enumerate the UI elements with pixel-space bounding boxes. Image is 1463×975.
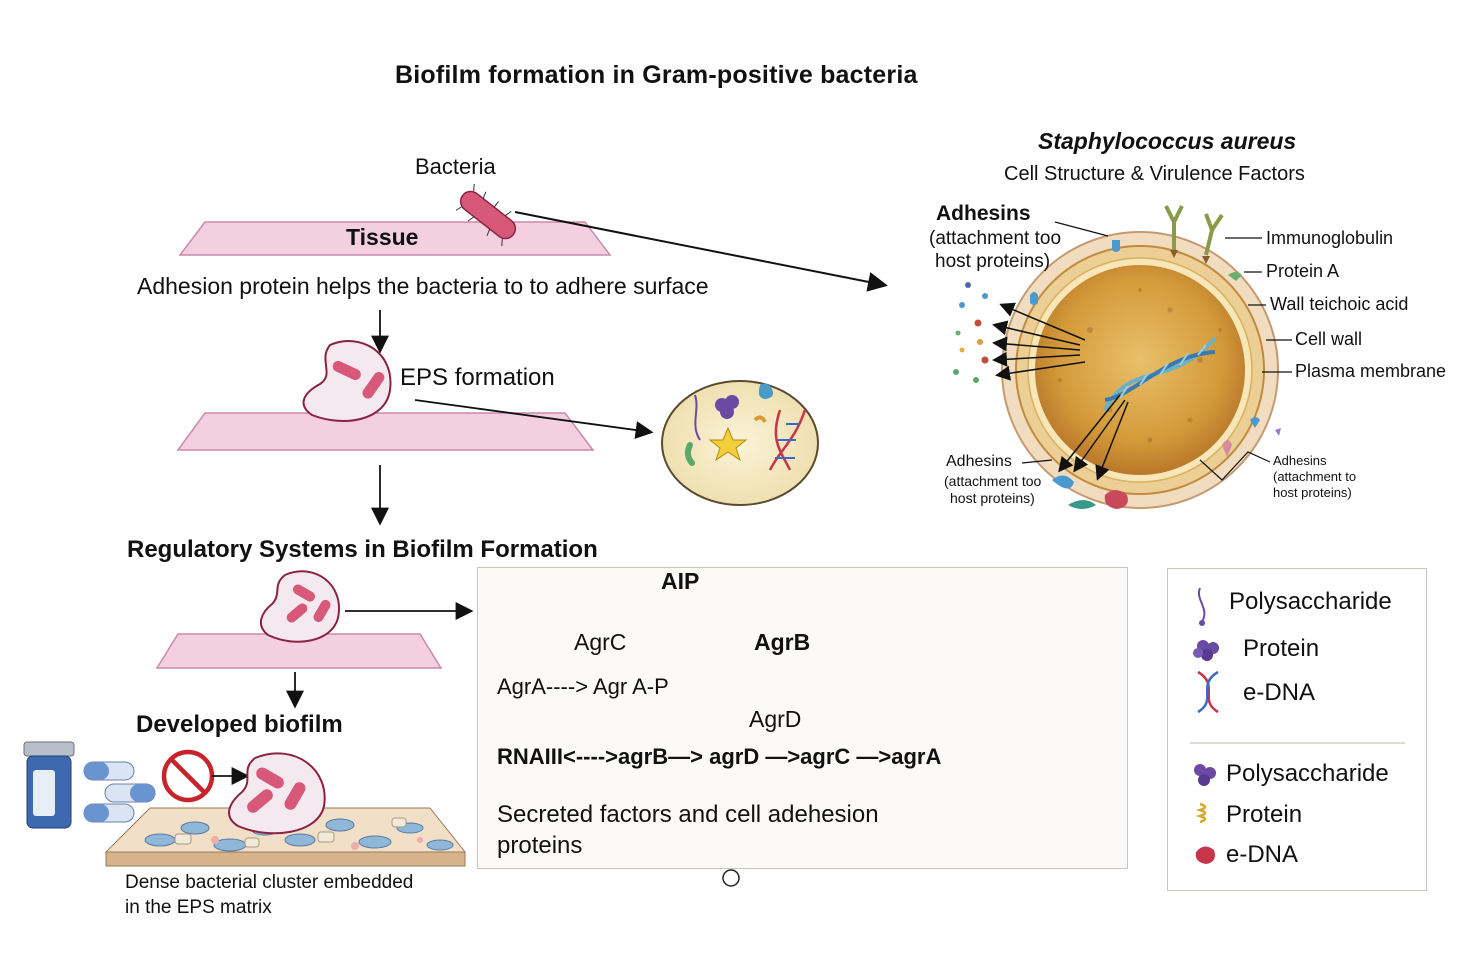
regulation-box — [477, 567, 1128, 869]
label-cell-wall: Cell wall — [1295, 329, 1363, 349]
secreted-adhesin-dots — [953, 282, 989, 383]
rod-bacterium-icon — [455, 183, 517, 247]
secretion-arrows — [992, 302, 1129, 481]
tissue-label: Tissue — [346, 224, 419, 250]
legend-polysaccharide-1: Polysaccharide — [1229, 588, 1392, 615]
adhesins-left-title: Adhesins — [946, 453, 1012, 470]
biofilm-cell-icon — [228, 752, 326, 835]
adhesins-left-line2: host proteins) — [950, 490, 1035, 506]
biofilm-caption-line1: Dense bacterial cluster embedded — [125, 872, 414, 893]
cell-leader-lines — [1021, 221, 1292, 481]
secreted-factors-line1: Secreted factors and cell adehesion — [497, 801, 879, 828]
surface-adhesin-icons — [1030, 240, 1281, 457]
biofilm-caption-line2: in the EPS matrix — [125, 897, 272, 918]
eps-formation-label: EPS formation — [400, 364, 555, 391]
adhesins-right-title: Adhesins — [1273, 453, 1327, 468]
staph-cell-icon — [1001, 231, 1279, 509]
adhesins-top-title: Adhesins — [936, 202, 1031, 225]
cell-subtitle: Cell Structure & Virulence Factors — [1004, 163, 1305, 185]
label-immunoglobulin: Immunoglobulin — [1266, 228, 1394, 248]
bacteria-label: Bacteria — [415, 154, 496, 179]
secreted-factors-line2: proteins — [497, 832, 583, 859]
agrd-label: AgrD — [749, 706, 802, 732]
released-adhesin-blobs — [1052, 475, 1128, 509]
adhesins-top-line1: (attachment too — [929, 228, 1062, 249]
legend-protein-cluster-icon — [1193, 640, 1219, 661]
agrc-label: AgrC — [574, 629, 627, 655]
legend-polysaccharide-strand-icon — [1197, 587, 1206, 626]
protein-a-stalks — [1170, 250, 1210, 264]
immunoglobulin-icon — [1164, 205, 1224, 256]
regulatory-cell-icon — [259, 570, 341, 643]
legend-box — [1167, 568, 1427, 891]
legend-protein-2: Protein — [1226, 801, 1303, 828]
legend-yellow-coil-icon — [1195, 802, 1207, 824]
arrow-to-cell — [514, 211, 888, 292]
adhesion-caption: Adhesion protein helps the bacteria to t… — [137, 273, 709, 299]
developed-biofilm-heading: Developed biofilm — [136, 711, 343, 738]
legend-protein-1: Protein — [1243, 635, 1320, 662]
adhesins-top-line2: host proteins) — [935, 251, 1051, 272]
prohibited-sign-icon — [161, 749, 215, 803]
aip-label: AIP — [661, 568, 700, 594]
page-indicator-dot[interactable] — [722, 869, 740, 887]
eps-matrix-bubble — [661, 380, 819, 506]
adhesins-right-line2: host proteins) — [1273, 485, 1352, 500]
adhesins-right-line1: (attachment to — [1273, 469, 1357, 484]
capsule-pills-icon — [83, 761, 156, 823]
antibiotic-bottle-icon — [23, 741, 75, 829]
eps-cell-icon — [302, 340, 392, 422]
legend-purple-blob-icon — [1194, 764, 1216, 786]
agrb-label: AgrB — [754, 629, 811, 655]
arrow-to-eps-bubble — [414, 399, 654, 439]
rnaiii-cascade-text: RNAIII<---->agrB—> agrD —>agrC —>agrA — [497, 744, 942, 769]
label-wall-teichoic-acid: Wall teichoic acid — [1270, 294, 1409, 314]
species-name: Staphylococcus aureus — [1038, 128, 1297, 154]
legend-dna-helix-icon — [1197, 670, 1219, 714]
legend-edna-2: e-DNA — [1226, 841, 1299, 868]
label-plasma-membrane: Plasma membrane — [1295, 361, 1447, 381]
regulatory-heading: Regulatory Systems in Biofilm Formation — [127, 536, 598, 563]
label-protein-a: Protein A — [1266, 261, 1340, 281]
tissue-slab-3 — [155, 633, 443, 669]
legend-red-blob-icon — [1195, 846, 1215, 864]
legend-edna-1: e-DNA — [1243, 679, 1316, 706]
adhesins-left-line1: (attachment too — [944, 473, 1042, 489]
legend-polysaccharide-2: Polysaccharide — [1226, 760, 1389, 787]
agra-phosphorylation-text: AgrA----> Agr A-P — [497, 674, 669, 699]
tissue-slab-2 — [176, 412, 595, 451]
diagram-title: Biofilm formation in Gram-positive bacte… — [395, 61, 918, 89]
